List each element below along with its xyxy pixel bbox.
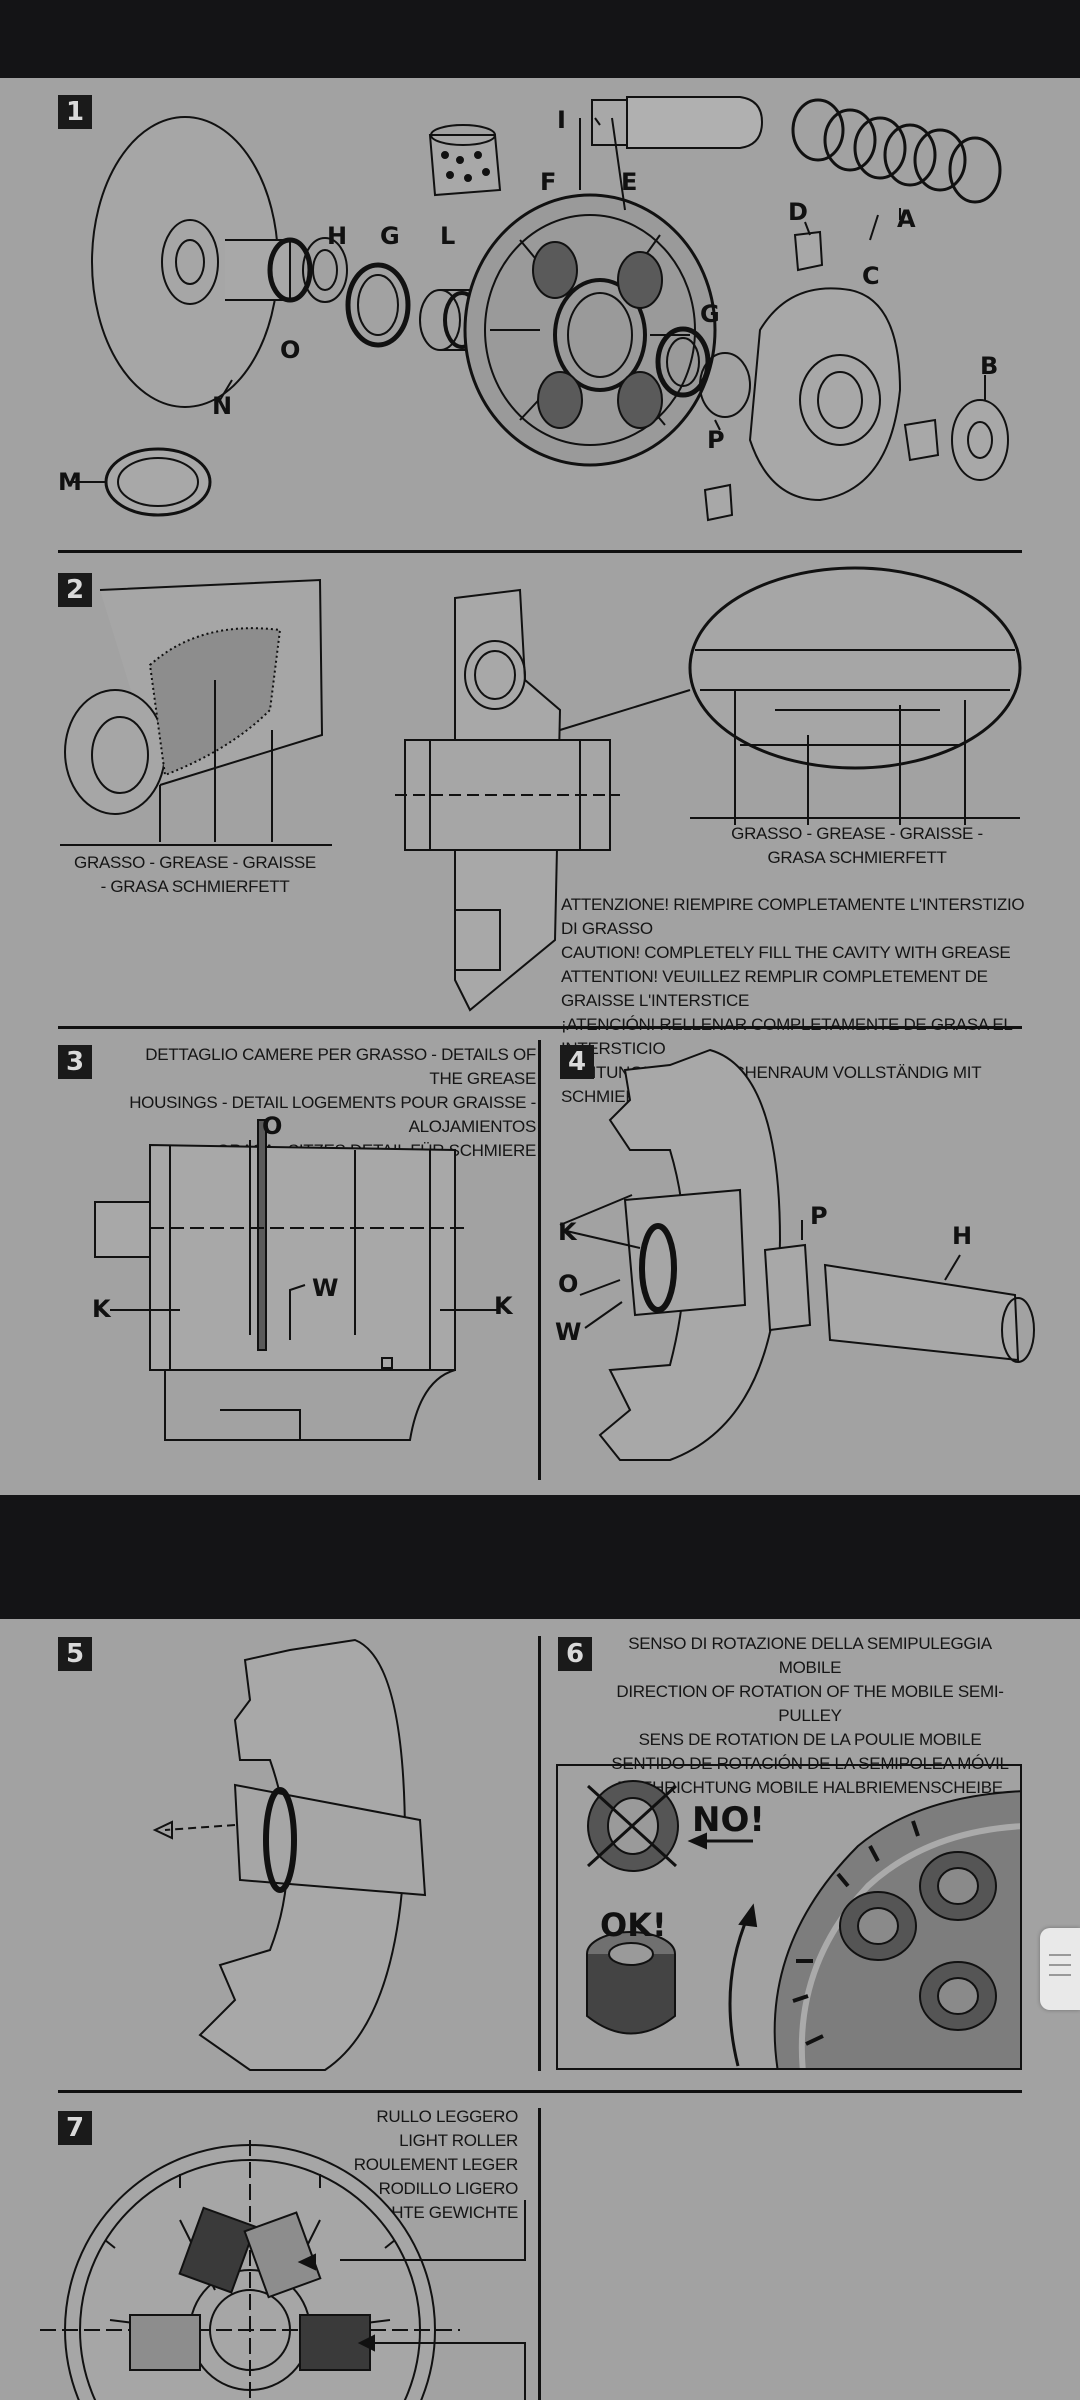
rotation-line-de: DREHRICHTUNG MOBILE HALBRIEMENSCHEIBE xyxy=(617,1778,1003,1797)
s3-label-o: O xyxy=(262,1112,283,1140)
part-label-m: M xyxy=(58,468,82,496)
step-number-1: 1 xyxy=(58,95,92,129)
s4-label-w: W xyxy=(555,1318,582,1346)
assembly-step-4-drawing xyxy=(559,1048,1035,1461)
grease-housing-drawing xyxy=(94,1119,500,1441)
grease-caption-left: GRASSO - GREASE - GRAISSE - GRASA SCHMIE… xyxy=(74,853,316,896)
top-header-band xyxy=(0,0,1080,78)
part-label-a: A xyxy=(897,205,916,233)
part-label-b: B xyxy=(980,352,999,380)
light-roller-es: RODILLO LIGERO xyxy=(378,2179,519,2198)
part-label-h: H xyxy=(327,222,348,250)
vdivider-7 xyxy=(538,2108,541,2400)
s3-label-k-right: K xyxy=(494,1292,513,1320)
divider-2 xyxy=(58,1026,1022,1029)
s4-label-h: H xyxy=(952,1222,973,1250)
side-panel-handle[interactable] xyxy=(1040,1928,1080,2010)
grease-warning-block: ATTENZIONE! RIEMPIRE COMPLETAMENTE L'INT… xyxy=(561,893,1031,1109)
roller-orientation-panel: NO! OK! xyxy=(556,1764,1022,2070)
rotation-caption: SENSO DI ROTAZIONE DELLA SEMIPULEGGIA MO… xyxy=(600,1632,1020,1800)
roller-layout-drawing xyxy=(40,2140,526,2400)
roller-no-label: NO! xyxy=(692,1800,765,1840)
light-roller-fr: ROULEMENT LEGER xyxy=(353,2155,519,2174)
part-label-n: N xyxy=(212,392,233,420)
part-label-i: I xyxy=(557,106,566,134)
part-label-d: D xyxy=(788,198,808,226)
warning-line-en: CAUTION! COMPLETELY FILL THE CAVITY WITH… xyxy=(561,943,1011,962)
divider-3 xyxy=(58,2090,1022,2093)
rotation-line-es: SENTIDO DE ROTACIÓN DE LA SEMIPOLEA MÓVI… xyxy=(611,1754,1009,1773)
step-number-5: 5 xyxy=(58,1637,92,1671)
step-number-3: 3 xyxy=(58,1045,92,1079)
part-label-e: E xyxy=(621,168,638,196)
s4-label-k: K xyxy=(558,1218,577,1246)
part-label-f: F xyxy=(540,168,557,196)
rotation-line-en: DIRECTION OF ROTATION OF THE MOBILE SEMI… xyxy=(616,1682,1004,1725)
s3-label-k-left: K xyxy=(92,1295,111,1323)
s3-label-w: W xyxy=(312,1274,339,1302)
part-label-o: O xyxy=(280,336,301,364)
detail-line-2: HOUSINGS - DETAIL LOGEMENTS POUR GRAISSE… xyxy=(129,1093,536,1136)
s4-label-p: P xyxy=(810,1202,828,1230)
detail-line-1: DETTAGLIO CAMERE PER GRASSO - DETAILS OF… xyxy=(145,1045,536,1088)
vdivider-3-4 xyxy=(538,1040,541,1480)
part-label-l: L xyxy=(440,222,456,250)
warning-line-it: ATTENZIONE! RIEMPIRE COMPLETAMENTE L'INT… xyxy=(561,895,1025,938)
assembly-step-5-drawing xyxy=(152,1638,427,2071)
middle-header-band xyxy=(0,1495,1080,1619)
step-number-2: 2 xyxy=(58,573,92,607)
part-label-p: P xyxy=(707,426,725,454)
roller-orientation-drawing xyxy=(586,1780,1020,2068)
warning-line-fr: ATTENTION! VEUILLEZ REMPLIR COMPLETEMENT… xyxy=(561,967,988,1010)
step-number-4: 4 xyxy=(560,1045,594,1079)
part-label-g-left: G xyxy=(380,222,400,250)
part-label-c: C xyxy=(862,262,880,290)
light-roller-it: RULLO LEGGERO xyxy=(376,2107,518,2126)
vdivider-5-6 xyxy=(538,1636,541,2071)
step-number-6: 6 xyxy=(558,1637,592,1671)
roller-ok-label: OK! xyxy=(600,1906,667,1944)
step-number-7: 7 xyxy=(58,2111,92,2145)
grease-section-drawing xyxy=(60,566,1022,1012)
s4-label-o: O xyxy=(558,1270,579,1298)
exploded-variator-drawing xyxy=(70,96,1009,522)
rotation-line-it: SENSO DI ROTAZIONE DELLA SEMIPULEGGIA MO… xyxy=(628,1634,992,1677)
grease-caption-right: GRASSO - GREASE - GRAISSE - GRASA SCHMIE… xyxy=(731,824,983,867)
divider-1 xyxy=(58,550,1022,553)
part-label-g-right: G xyxy=(700,300,720,328)
rotation-line-fr: SENS DE ROTATION DE LA POULIE MOBILE xyxy=(638,1730,982,1749)
light-roller-en: LIGHT ROLLER xyxy=(399,2131,518,2150)
